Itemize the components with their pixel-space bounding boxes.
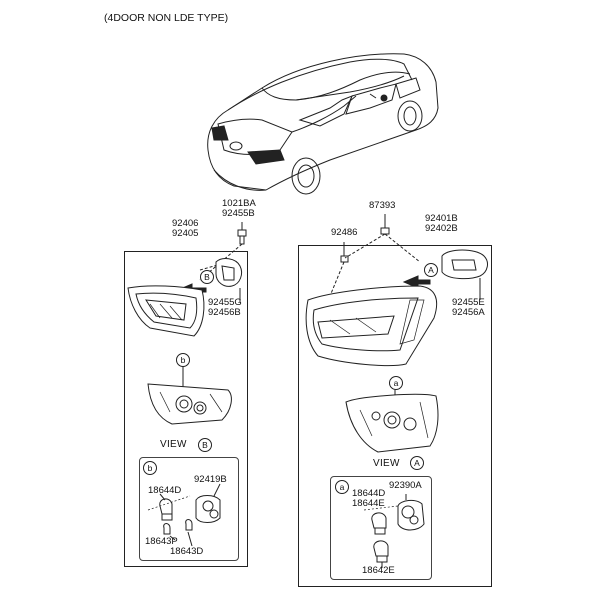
left-part-92455b: 92455B — [222, 208, 255, 219]
right-bulb-18644d: 18644D — [352, 488, 386, 499]
left-part-1021ba: 1021BA — [222, 198, 256, 209]
left-gasket-92456b: 92456B — [208, 307, 241, 318]
right-clip-87393: 87393 — [369, 200, 396, 211]
right-callout-circle: A — [424, 263, 438, 277]
right-detail-circle: a — [389, 376, 403, 390]
right-assy-92402b: 92402B — [425, 223, 458, 234]
left-callout-circle: B — [200, 270, 214, 284]
left-gasket-92455g: 92455G — [208, 297, 242, 308]
right-gasket-92455e: 92455E — [452, 297, 485, 308]
left-assy-92406: 92406 — [172, 218, 199, 229]
diagram-title: (4DOOR NON LDE TYPE) — [104, 12, 229, 24]
right-detail-box — [330, 476, 432, 580]
right-lamp-group — [305, 214, 488, 568]
left-view-label: VIEW — [160, 439, 187, 450]
left-bulb-18643d: 18643D — [170, 546, 204, 557]
right-bulb-18644e: 18644E — [352, 498, 385, 509]
right-sub-circle: a — [335, 480, 349, 494]
left-bulb-18643p: 18643P — [145, 536, 178, 547]
right-assy-92401b: 92401B — [425, 213, 458, 224]
left-view-circle: B — [198, 438, 212, 452]
left-detail-circle: b — [176, 353, 190, 367]
left-lamp-group — [127, 222, 247, 547]
left-sub-circle: b — [143, 461, 157, 475]
right-assembly-frame — [298, 245, 492, 587]
right-socket-92390a: 92390A — [389, 480, 422, 491]
right-view-label: VIEW — [373, 458, 400, 469]
left-detail-box — [139, 457, 239, 561]
right-bulb-18642e: 18642E — [362, 565, 395, 576]
left-socket-92419b: 92419B — [194, 474, 227, 485]
left-bulb-18644d: 18644D — [148, 485, 182, 496]
right-screw-92486: 92486 — [331, 227, 358, 238]
left-assy-92405: 92405 — [172, 228, 199, 239]
car-illustration — [207, 53, 439, 195]
left-assembly-frame — [124, 251, 248, 567]
right-view-circle: A — [410, 456, 424, 470]
right-gasket-92456a: 92456A — [452, 307, 485, 318]
